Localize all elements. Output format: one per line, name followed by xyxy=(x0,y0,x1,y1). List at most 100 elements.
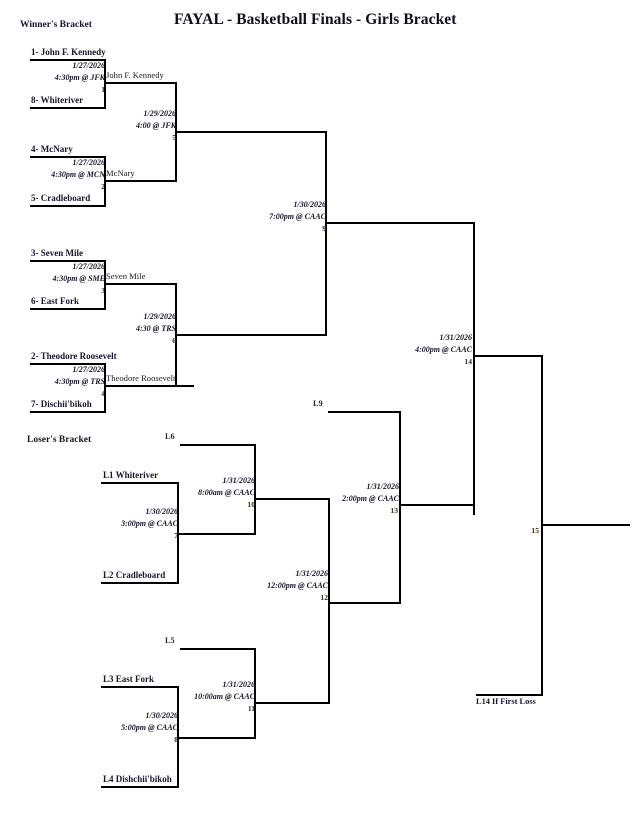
team-entry: L3 East Fork xyxy=(103,674,155,684)
bracket-line xyxy=(101,582,179,584)
bracket-line xyxy=(30,411,106,413)
bracket-line xyxy=(104,82,177,84)
team-entry: 3- Seven Mile xyxy=(31,248,83,258)
bracket-line xyxy=(30,308,106,310)
advancing-team: Theodore Roosevelt xyxy=(106,373,176,383)
bracket-line xyxy=(325,131,327,336)
game-number: 6 xyxy=(172,336,176,345)
game-time-venue: 4:30pm @ MCN xyxy=(51,170,105,179)
bracket-line xyxy=(177,737,256,739)
game-date: 1/31/2026 xyxy=(222,680,255,689)
game-date: 1/30/2026 xyxy=(145,507,178,516)
game-date: 1/27/2026 xyxy=(72,262,105,271)
game-number: 14 xyxy=(464,357,472,366)
game-time-venue: 4:00 @ JFK xyxy=(136,121,176,130)
team-entry: 5- Cradleboard xyxy=(31,193,91,203)
game-time-venue: 4:30pm @ SME xyxy=(52,274,105,283)
bracket-line xyxy=(254,648,256,739)
bracket-line xyxy=(325,222,475,224)
bracket-line xyxy=(180,648,256,650)
bracket-line xyxy=(101,482,179,484)
game-time-venue: 2:00pm @ CAAC xyxy=(342,494,399,503)
game-number: 4 xyxy=(72,390,105,398)
team-entry: L2 Cradleboard xyxy=(103,570,166,580)
game-number: 10 xyxy=(247,500,255,509)
bracket-line xyxy=(177,533,256,535)
team-entry: L1 Whiteriver xyxy=(103,470,159,480)
game-time-venue: 7:00pm @ CAAC xyxy=(269,212,326,221)
game-time-venue: 8:00am @ CAAC xyxy=(198,488,255,497)
bracket-line xyxy=(328,411,401,413)
advancing-team: John F. Kennedy xyxy=(106,70,164,80)
game-date: 1/27/2026 xyxy=(72,61,105,70)
bracket-line xyxy=(104,180,177,182)
bracket-line xyxy=(180,444,256,446)
game-number: 15 xyxy=(531,526,539,535)
if-first-loss-note: L14 If First Loss xyxy=(476,697,536,706)
bracket-line xyxy=(254,444,256,535)
page-title: FAYAL - Basketball Finals - Girls Bracke… xyxy=(174,11,457,28)
bracket-line xyxy=(30,205,106,207)
game-date: 1/29/2026 xyxy=(143,312,176,321)
advancing-team: Seven Mile xyxy=(106,271,146,281)
game-date: 1/31/2026 xyxy=(295,569,328,578)
game-time-venue: 4:30 @ TRS xyxy=(136,324,176,333)
feed-label: L5 xyxy=(165,636,175,645)
bracket-line xyxy=(30,260,106,262)
bracket-line xyxy=(101,686,179,688)
bracket-line xyxy=(541,524,630,526)
bracket-line xyxy=(30,363,106,365)
losers-bracket-label: Loser's Bracket xyxy=(27,435,92,445)
team-entry: 1- John F. Kennedy xyxy=(31,47,106,57)
game-date: 1/27/2026 xyxy=(72,365,105,374)
game-time-venue: 5:00pm @ CAAC xyxy=(121,723,178,732)
game-number: 11 xyxy=(247,704,255,713)
game-time-venue: 4:30pm @ JFK xyxy=(54,73,105,82)
game-date: 1/31/2026 xyxy=(366,482,399,491)
game-number: 13 xyxy=(390,506,398,515)
game-number: 8 xyxy=(145,736,178,744)
bracket-line xyxy=(175,334,327,336)
team-entry: 7- Dischii'bikoh xyxy=(31,399,92,409)
bracket-line xyxy=(30,59,106,61)
bracket-line xyxy=(175,131,327,133)
game-date: 1/29/2026 xyxy=(143,109,176,118)
bracket-line xyxy=(30,107,106,109)
game-number: 3 xyxy=(72,287,105,295)
game-number: 7 xyxy=(145,532,178,540)
team-entry: 8- Whiteriver xyxy=(31,95,84,105)
bracket-line xyxy=(328,498,330,704)
bracket-line xyxy=(399,411,401,604)
game-number: 9 xyxy=(322,224,326,233)
game-date: 1/30/2026 xyxy=(293,200,326,209)
bracket-line xyxy=(476,694,543,696)
bracket-line xyxy=(104,363,106,413)
team-entry: 6- East Fork xyxy=(31,296,79,306)
bracket-line xyxy=(104,260,106,310)
team-entry: L4 Dishchii'bikoh xyxy=(103,774,172,784)
bracket-line xyxy=(254,498,330,500)
game-number: 12 xyxy=(320,593,328,602)
winners-bracket-label: Winner's Bracket xyxy=(20,20,92,30)
bracket-line xyxy=(101,786,179,788)
bracket-line xyxy=(104,385,194,387)
bracket-line xyxy=(30,156,106,158)
game-time-venue: 4:00pm @ CAAC xyxy=(415,345,472,354)
bracket-line xyxy=(328,602,401,604)
game-time-venue: 10:00am @ CAAC xyxy=(194,692,255,701)
feed-label: L6 xyxy=(165,432,175,441)
game-date: 1/31/2026 xyxy=(222,476,255,485)
game-time-venue: 12:00pm @ CAAC xyxy=(267,581,328,590)
advancing-team: McNary xyxy=(106,168,135,178)
game-date: 1/27/2026 xyxy=(72,158,105,167)
team-entry: 2- Theodore Roosevelt xyxy=(31,351,117,361)
bracket-line xyxy=(399,504,474,506)
game-date: 1/30/2026 xyxy=(145,711,178,720)
bracket-line xyxy=(473,222,475,515)
bracket-line xyxy=(473,355,543,357)
game-number: 5 xyxy=(172,133,176,142)
game-number: 1 xyxy=(72,86,105,94)
game-time-venue: 3:00pm @ CAAC xyxy=(121,519,178,528)
game-time-venue: 4:30pm @ TRS xyxy=(54,377,105,386)
